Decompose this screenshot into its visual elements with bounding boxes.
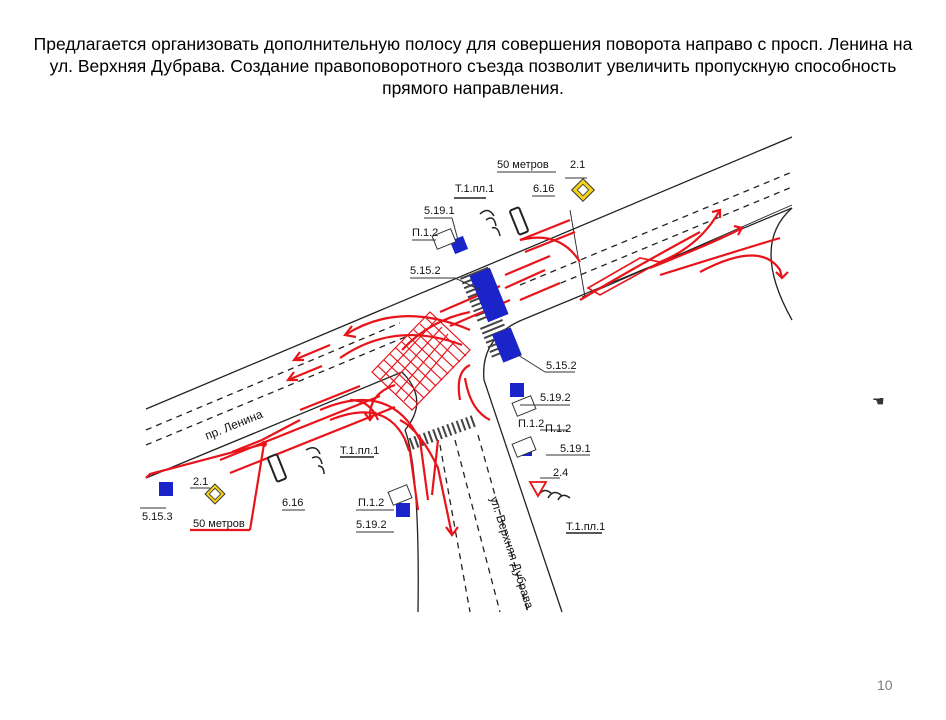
label-sign-2-4: 2.4 [553,467,568,479]
pedestrian-crossing-sign-icon [140,383,590,533]
page-number: 10 [877,677,893,693]
give-way-triangle-icon [528,477,560,498]
main-road-diamond-icon [565,177,596,203]
label-sign-2-1-top: 2.1 [570,159,585,171]
main-road-diamond-icon [190,483,226,505]
label-sign-t1-bottom: Т.1.пл.1 [340,445,379,457]
label-sign-p1-2-right-a: П.1.2 [518,418,544,430]
pedestrian-crossing-sign-icon [412,217,469,255]
diagram-labels: 50 метров 2.1 Т.1.пл.1 6.16 5.19.1 П.1.2… [142,159,605,611]
traffic-movements [145,208,789,537]
road-edges [145,136,793,613]
label-sign-5-19-2-bottom: 5.19.2 [356,519,387,531]
road-signs [140,177,602,534]
label-sign-t1-right: Т.1.пл.1 [566,521,605,533]
stop-line-sign-icon [267,195,555,511]
hand-cursor-icon: ☚ [872,393,885,409]
label-distance-bottom: 50 метров [193,518,245,530]
label-sign-5-15-3: 5.15.3 [142,511,173,523]
label-sign-p1-2-top: П.1.2 [412,227,438,239]
label-street-main: пр. Ленина [203,407,265,443]
label-sign-5-19-1-right: 5.19.1 [560,443,591,455]
label-distance-top: 50 метров [497,159,549,171]
label-sign-t1-top: Т.1.пл.1 [455,183,494,195]
intersection-grid [371,311,471,411]
label-sign-5-15-2-top: 5.15.2 [410,265,441,277]
label-sign-p1-2-bottom: П.1.2 [358,497,384,509]
lane-direction-sign-icon [410,267,575,373]
label-sign-5-19-2-right: 5.19.2 [540,392,571,404]
label-sign-5-15-2-mid: 5.15.2 [546,360,577,372]
label-sign-p1-2-right-b: П.1.2 [545,423,571,435]
label-sign-6-16-top: 6.16 [533,183,554,195]
traffic-light-icon [305,197,602,534]
label-sign-6-16-bottom: 6.16 [282,497,303,509]
label-sign-2-1-bottom: 2.1 [193,476,208,488]
slide-title: Предлагается организовать дополнительную… [33,34,913,98]
label-sign-5-19-1-top: 5.19.1 [424,205,455,217]
